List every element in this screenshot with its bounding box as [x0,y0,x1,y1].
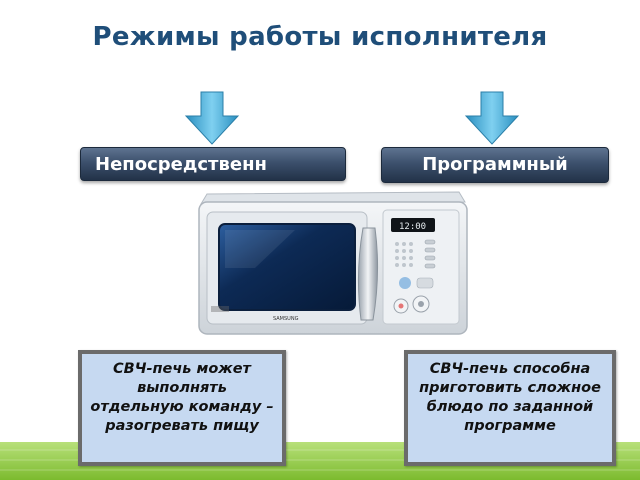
microwave-oven-image: SAMSUNG 12:00 [198,191,468,335]
description-program-mode: СВЧ-печь способна приготовить сложное бл… [404,350,616,466]
microwave-brand-text: SAMSUNG [273,316,299,322]
mode-direct-box: Непосредственн [80,147,346,181]
arrow-down-icon [464,91,520,145]
arrow-down-icon [184,91,240,145]
description-direct-mode: СВЧ-печь может выполнять отдельную коман… [78,350,286,466]
slide-title: Режимы работы исполнителя [92,22,548,52]
microwave-display-text: 12:00 [399,222,426,232]
mode-program-box: Программный [381,147,609,183]
